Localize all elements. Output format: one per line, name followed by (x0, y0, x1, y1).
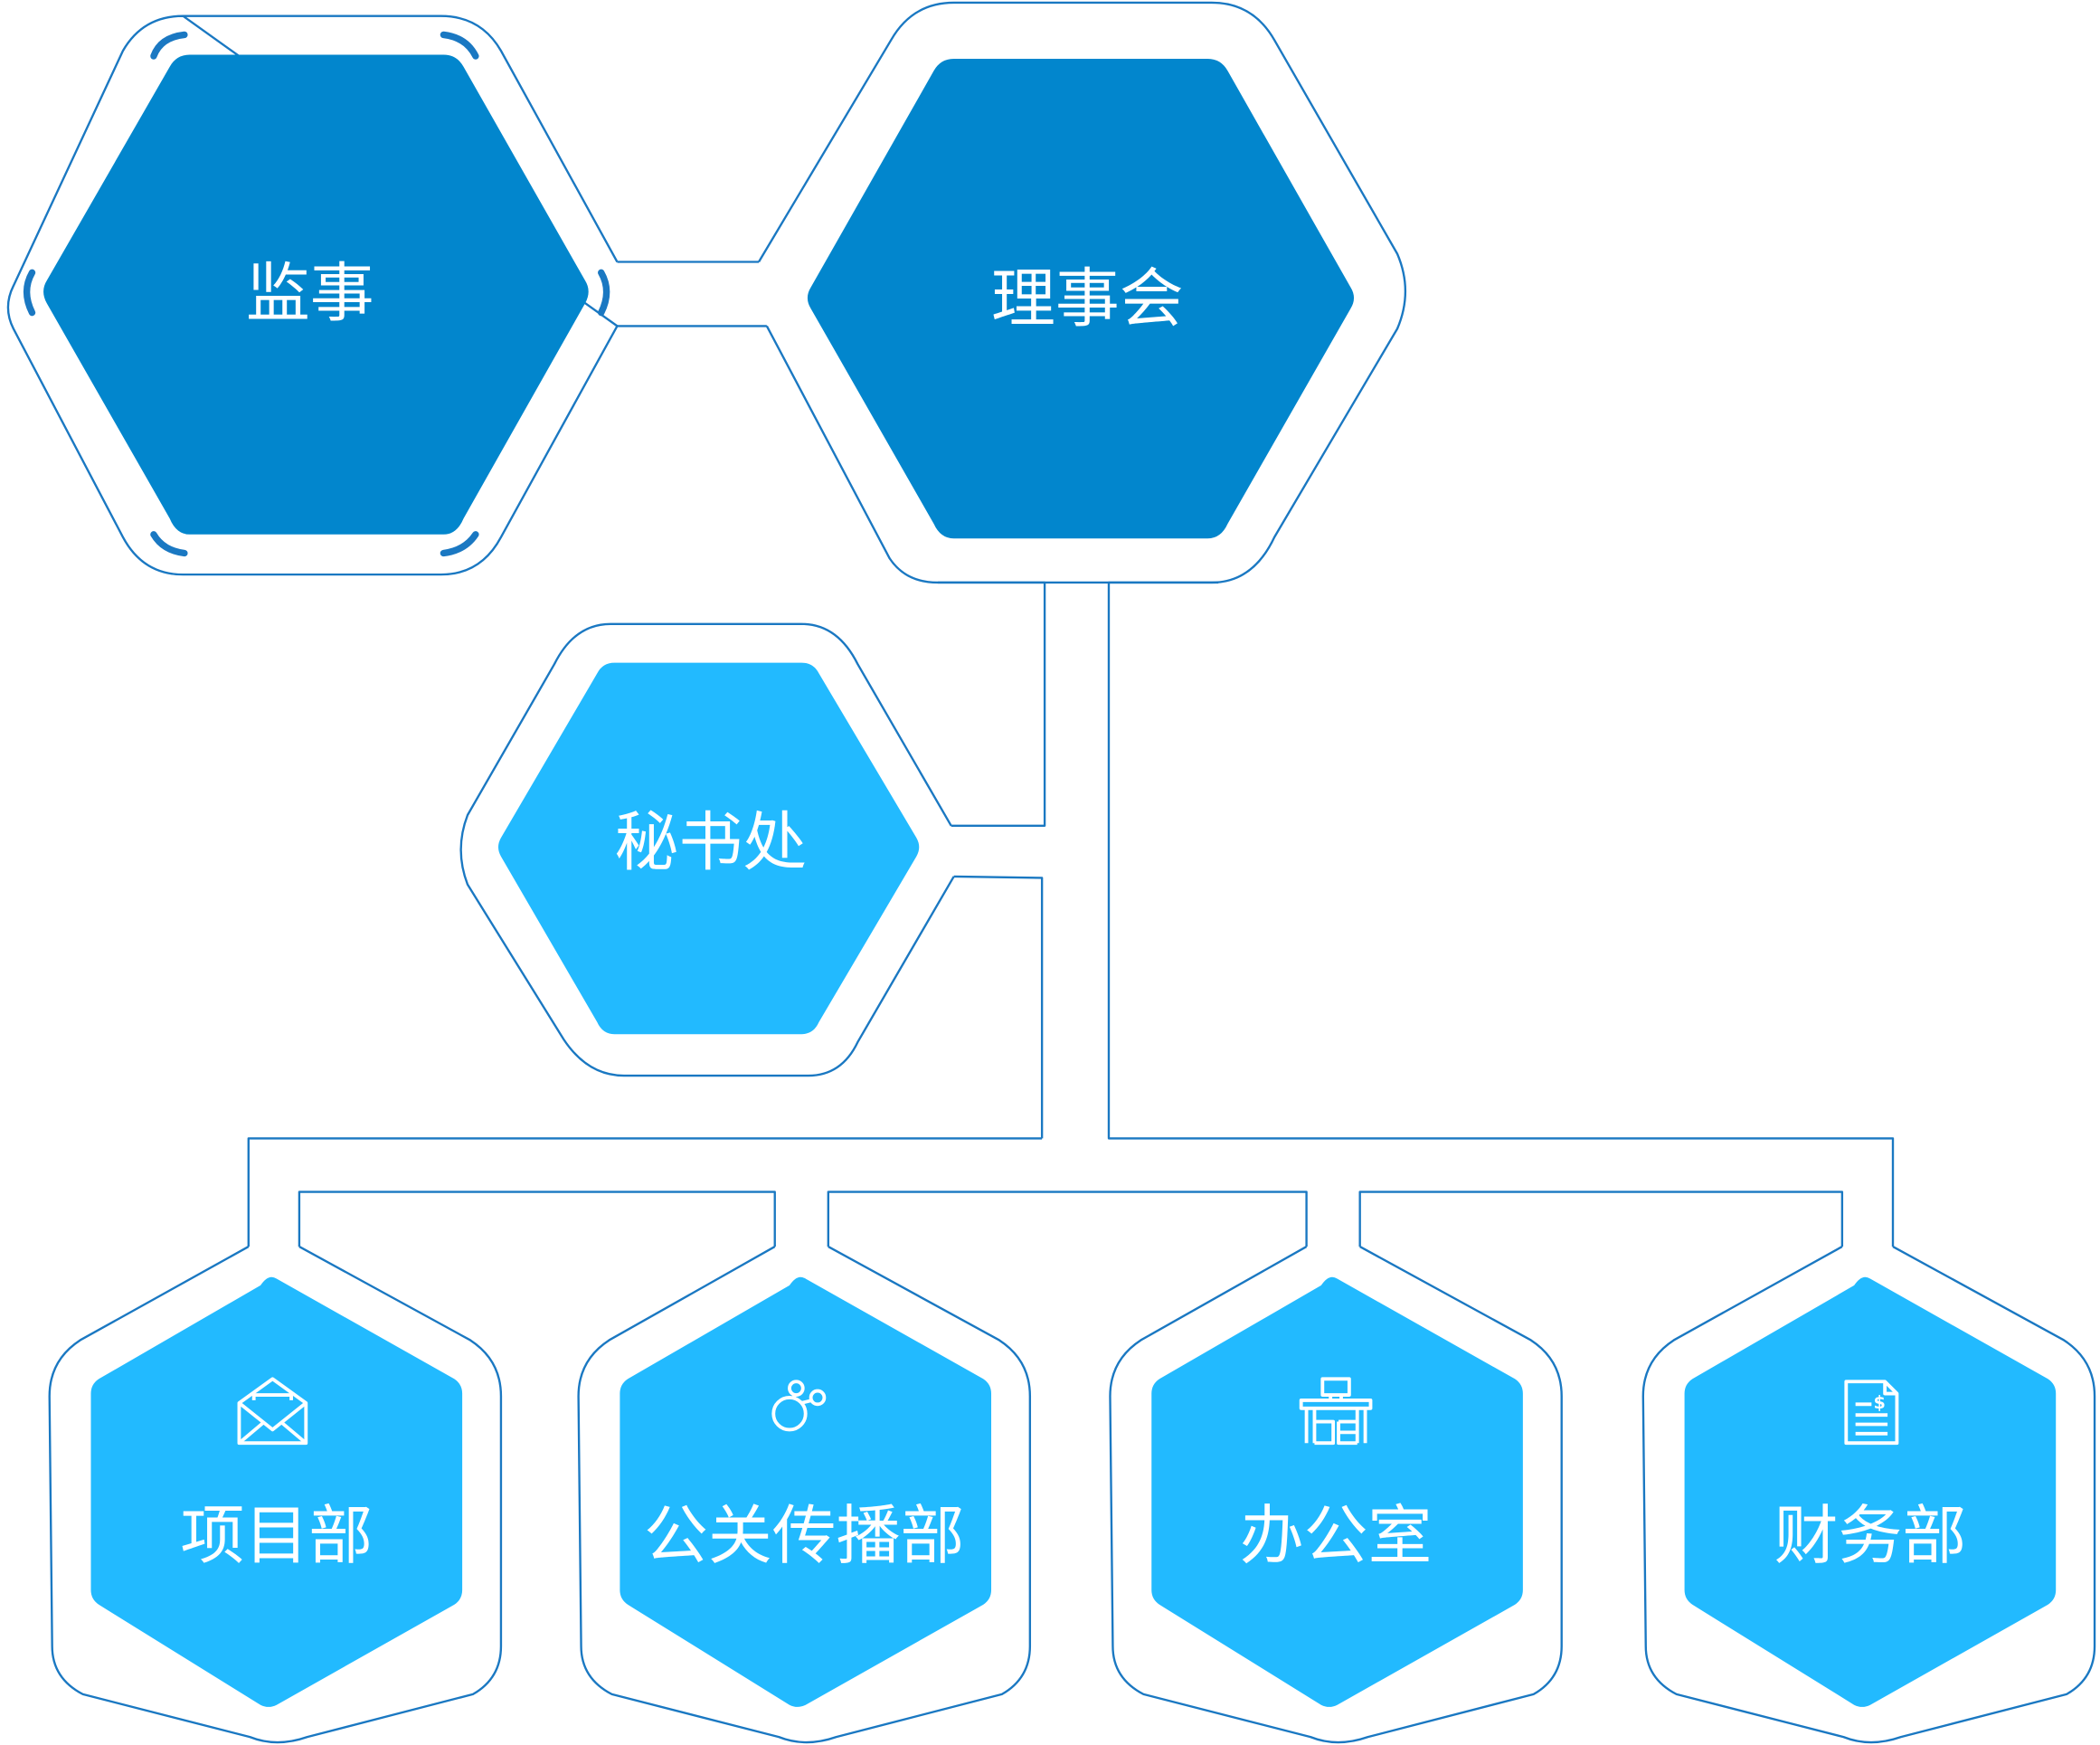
pr-hex[interactable] (620, 1276, 992, 1707)
office-label: 办公室 (1240, 1498, 1433, 1573)
pr-outer-hex (577, 1246, 1032, 1744)
arc-bottom-right (440, 531, 479, 557)
supervisor-outer-hex (6, 14, 619, 576)
secretariat-hex[interactable] (497, 662, 920, 1035)
office-hex[interactable] (1151, 1276, 1523, 1707)
council-outer-hex (757, 1, 1407, 584)
connector-bus-inner-2 (827, 1190, 1308, 1247)
arc-top-right (440, 31, 479, 60)
projects-outer-hex (48, 1246, 503, 1744)
connector-bus-outer-left (247, 1137, 1043, 1247)
projects-hex[interactable] (90, 1276, 463, 1707)
pr-label: 公关传播部 (644, 1498, 964, 1573)
secretariat-label: 秘书处 (615, 805, 808, 880)
molecule-icon (771, 1380, 827, 1432)
hex-outlines (6, 1, 2096, 1744)
envelope-icon (237, 1377, 308, 1446)
arc-left (23, 269, 36, 317)
connector-bus-inner-3 (1358, 1190, 1844, 1247)
desk-icon (1299, 1377, 1373, 1446)
secretariat-outer-hex (459, 622, 955, 1077)
council-label: 理事会 (991, 261, 1184, 336)
connector-council-trunk-left (937, 581, 1046, 827)
finance-outer-hex (1641, 1246, 2096, 1744)
supervisor-label: 监事 (246, 256, 374, 331)
connector-bus-inner-1 (298, 1190, 776, 1247)
projects-label: 项目部 (180, 1498, 373, 1573)
supervisor-corner-arcs (23, 31, 610, 557)
arc-bottom-left (150, 531, 188, 557)
supervisor-hex[interactable] (43, 54, 589, 535)
finance-label: 财务部 (1774, 1498, 1967, 1573)
svg-text:$: $ (1874, 1392, 1886, 1413)
council-hex[interactable] (807, 58, 1355, 539)
finance-hex[interactable] (1684, 1276, 2057, 1707)
connector-council-trunk-left-lower (953, 875, 1044, 1139)
office-outer-hex (1109, 1246, 1563, 1744)
arc-top-left (150, 31, 188, 60)
connector-council-trunk-right (1107, 581, 1895, 1247)
invoice-icon: $ (1844, 1380, 1899, 1446)
arc-right (598, 269, 610, 317)
